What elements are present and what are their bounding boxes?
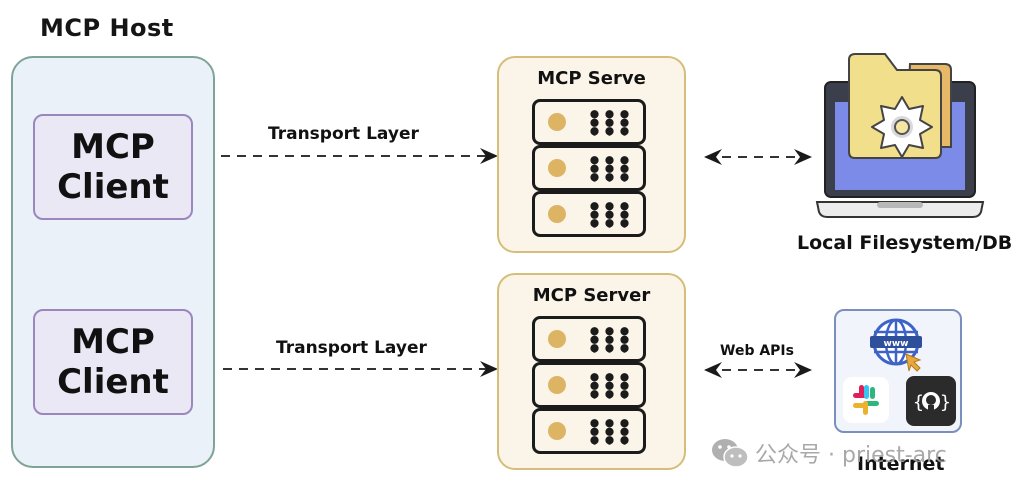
- server-rack-icon: [532, 99, 646, 145]
- server-rack-icon: [532, 408, 646, 454]
- laptop-folder-gear-icon: [815, 53, 985, 218]
- server-rack-icon: [532, 316, 646, 362]
- client-label-line1: MCP: [71, 127, 155, 167]
- slack-icon: [843, 377, 889, 423]
- server-title: MCP Serve: [537, 68, 646, 89]
- watermark-text: 公众号 · priest-arc: [755, 443, 947, 468]
- transport-layer-label: Transport Layer: [268, 124, 419, 144]
- github-icon: { }: [906, 376, 956, 426]
- mcp-server-box: MCP Serve: [497, 56, 686, 253]
- svg-text:www: www: [884, 339, 909, 349]
- mcp-client-box: MCP Client: [33, 114, 193, 220]
- transport-layer-label: Transport Layer: [276, 338, 427, 358]
- svg-text:{: {: [913, 392, 924, 413]
- server-rack-icon: [532, 145, 646, 191]
- client-label-line2: Client: [57, 362, 169, 402]
- watermark: 公众号 · priest-arc: [711, 437, 947, 469]
- wechat-icon: [712, 439, 749, 468]
- mcp-host-title: MCP Host: [40, 14, 174, 42]
- server-rack-icon: [532, 191, 646, 237]
- server-title: MCP Server: [532, 285, 651, 306]
- www-globe-icon: www: [870, 318, 922, 372]
- internet-label: Internet: [857, 453, 945, 475]
- mcp-client-box: MCP Client: [33, 309, 193, 415]
- client-label-line2: Client: [57, 167, 169, 207]
- web-apis-label: Web APIs: [720, 343, 794, 359]
- server-rack-icon: [532, 362, 646, 408]
- svg-text:}: }: [940, 392, 951, 413]
- client-label-line1: MCP: [71, 322, 155, 362]
- local-filesystem-label: Local Filesystem/DB: [797, 232, 1013, 254]
- mcp-server-box: MCP Server: [497, 273, 686, 470]
